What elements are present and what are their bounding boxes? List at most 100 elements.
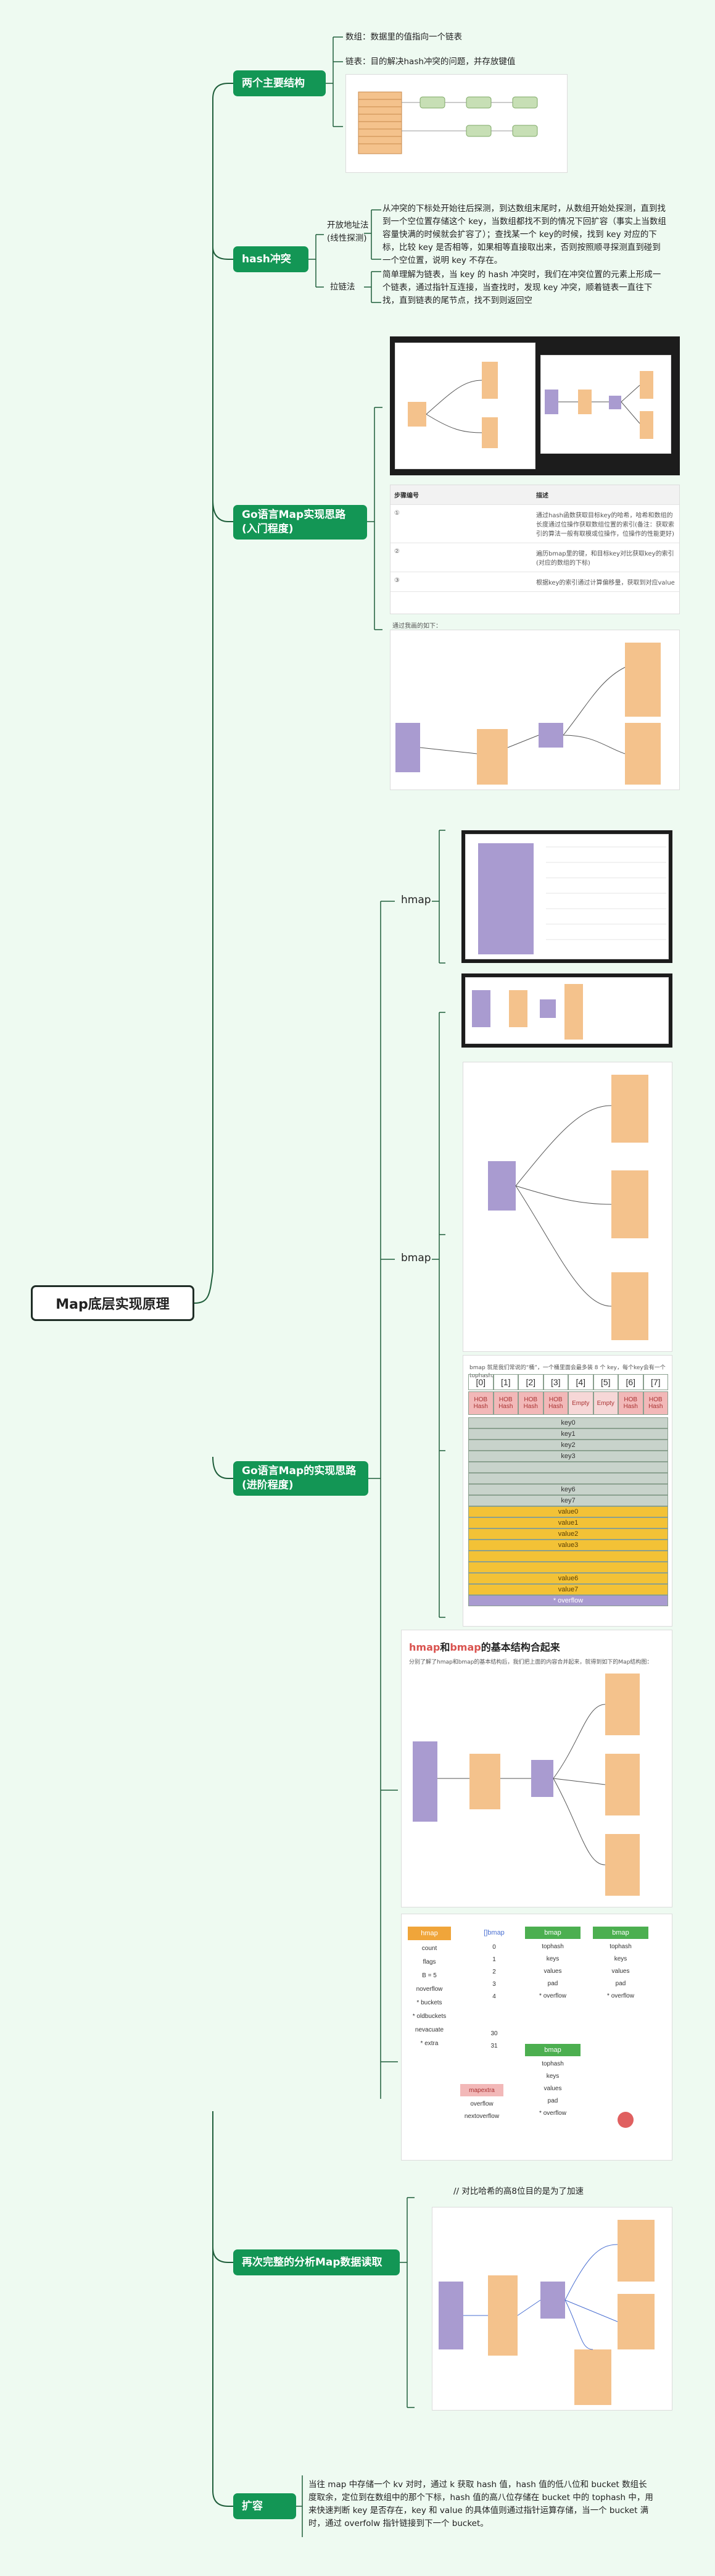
mapextra-field: nextoverflow (460, 2110, 503, 2122)
array-list-diagram (345, 74, 568, 173)
value-cell: value3 (468, 1540, 668, 1551)
reread-diagram (432, 2207, 672, 2411)
bucket-caption: bmap 就是我们常说的“桶”，一个桶里面会最多装 8 个 key，每个key会… (469, 1365, 666, 1379)
key-cell (468, 1473, 668, 1484)
bucket-index: [0] (468, 1374, 494, 1390)
hmap-field: B = 5 (408, 1969, 451, 1982)
open-addressing-text: 从冲突的下标处开始往后探测，到达数组末尾时，从数组开始处探测，直到找到一个空位置… (382, 204, 666, 265)
probe-diagram (395, 343, 535, 469)
chain-diagram-svg (545, 371, 653, 439)
bmap-field: tophash (593, 1940, 648, 1953)
tophash-cell: HOB Hash (618, 1391, 643, 1415)
bmap-field: values (525, 2082, 581, 2095)
reread-note: // 对比哈希的高8位目的是为了加速 (453, 2186, 584, 2196)
branch-hash-conflict[interactable]: hash冲突 (233, 246, 308, 272)
bmap-label: bmap (401, 1252, 431, 1264)
intro-flow-diagram (390, 630, 680, 790)
bmap-field: keys (593, 1953, 648, 1965)
hmap-field: flags (408, 1955, 451, 1969)
bmap-small-svg (472, 984, 583, 1040)
hmap-screenshot (461, 830, 672, 963)
chain-diagram (540, 355, 671, 454)
bucket-index: [5] (593, 1374, 618, 1390)
intro-flow-svg (395, 643, 661, 785)
hmap-label: hmap (401, 894, 431, 906)
list-note: 链表：目的解决hash冲突的问题，并存放键值 (345, 57, 516, 67)
buckets-title: []bmap (484, 1929, 505, 1936)
key-cell: key1 (468, 1428, 668, 1440)
bmap-field: * overflow (525, 1990, 581, 2002)
bmap-field: * overflow (593, 1990, 648, 2002)
bmap-field: values (593, 1965, 648, 1977)
bucket-index: [1] (493, 1374, 518, 1390)
intro-screenshot-panel (390, 336, 680, 475)
bmap-diagram (463, 1062, 672, 1352)
bucket-number: 4 (476, 1991, 513, 2002)
bucket-index: [3] (543, 1374, 568, 1390)
branch-two-structures[interactable]: 两个主要结构 (233, 70, 326, 96)
bucket-number: 3 (476, 1978, 513, 1990)
bucket-index: [2] (518, 1374, 543, 1390)
bmap-field: pad (593, 1977, 648, 1990)
array-list-svg (358, 91, 538, 154)
overflow-cell: * overflow (468, 1595, 668, 1606)
root-node[interactable]: Map底层实现原理 (31, 1285, 194, 1321)
tophash-cell: HOB Hash (468, 1391, 494, 1415)
table-header-step: 步骤编号 (391, 485, 532, 505)
tophash-cell: HOB Hash (493, 1391, 518, 1415)
branch-reread-map[interactable]: 再次完整的分析Map数据读取 (233, 2249, 400, 2275)
value-cell: value6 (468, 1573, 668, 1584)
value-cell: value0 (468, 1506, 668, 1517)
bucket-number: 30 (476, 2028, 513, 2039)
hmap-field: * oldbuckets (408, 2009, 451, 2023)
bucket-number: 1 (476, 1954, 513, 1965)
bucket-number: 31 (476, 2040, 513, 2051)
bmap-screenshot (461, 973, 672, 1048)
bmap-field: pad (525, 1977, 581, 1990)
bucket-index: [4] (568, 1374, 593, 1390)
branch-expansion[interactable]: 扩容 (233, 2493, 296, 2519)
value-cell (468, 1562, 668, 1573)
bmap-field: tophash (525, 1940, 581, 1953)
hmap-title: hmap (408, 1927, 451, 1940)
tophash-cell: HOB Hash (643, 1391, 668, 1415)
hmap-field: nevacuate (408, 2023, 451, 2036)
key-cell: key7 (468, 1495, 668, 1506)
bmap-title: bmap (525, 2044, 581, 2056)
bmap-field: values (525, 1965, 581, 1977)
diagram-caption: 通过我画的如下： (392, 623, 442, 630)
hmap-field: noverflow (408, 1982, 451, 1996)
branch-intro-map[interactable]: Go语言Map实现思路 (入门程度) (233, 505, 367, 540)
branch-advanced-map[interactable]: Go语言Map的实现思路 (进阶程度) (233, 1461, 368, 1496)
combined-title: hmap和bmap的基本结构合起来 (409, 1641, 560, 1653)
bmap-field: keys (525, 2070, 581, 2082)
chaining-label: 拉链法 (330, 282, 355, 292)
tophash-cell: HOB Hash (518, 1391, 543, 1415)
value-cell: value2 (468, 1528, 668, 1540)
tophash-cell: HOB Hash (543, 1391, 568, 1415)
bucket-index: [6] (618, 1374, 643, 1390)
combined-structure: hmap和bmap的基本结构合起来 分别了解了hmap和bmap的基本结构后，我… (401, 1630, 672, 1907)
tophash-cell: Empty (568, 1391, 593, 1415)
key-cell (468, 1462, 668, 1473)
value-cell: value7 (468, 1584, 668, 1595)
bmap-field: keys (525, 1953, 581, 1965)
array-note: 数组：数据里的值指向一个链表 (345, 32, 462, 42)
key-cell: key6 (468, 1484, 668, 1495)
bmap-title: bmap (593, 1927, 648, 1939)
bucket-number: 2 (476, 1966, 513, 1977)
bucket-structure: bmap 就是我们常说的“桶”，一个桶里面会最多装 8 个 key，每个key会… (463, 1355, 672, 1627)
key-cell: key0 (468, 1417, 668, 1428)
key-cell: key2 (468, 1440, 668, 1451)
hmap-field: * extra (408, 2036, 451, 2050)
bmap-field: pad (525, 2095, 581, 2107)
bucket-index: [7] (643, 1374, 668, 1390)
nil-marker-icon (618, 2112, 634, 2128)
combined-svg (413, 1674, 640, 1896)
probe-diagram-svg (408, 362, 498, 448)
